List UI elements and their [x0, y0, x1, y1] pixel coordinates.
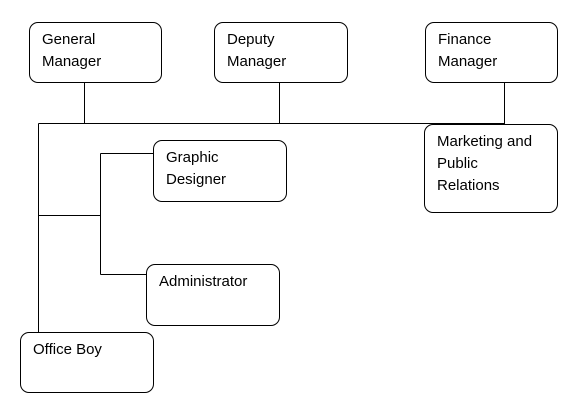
node-graphic-designer-label: Graphic Designer	[166, 149, 227, 188]
node-deputy-manager-label: Deputy Manager	[227, 31, 287, 70]
node-general-manager-label: General Manager	[42, 31, 102, 70]
node-marketing-public-relations: Marketing and Public Relations	[424, 124, 558, 213]
node-marketing-public-relations-label: Marketing and Public Relations	[437, 133, 533, 194]
node-finance-manager-label: Finance Manager	[438, 31, 498, 70]
node-deputy-manager: Deputy Manager	[214, 22, 348, 83]
node-administrator-label: Administrator	[159, 273, 248, 290]
node-general-manager: General Manager	[29, 22, 162, 83]
node-administrator: Administrator	[146, 264, 280, 326]
node-office-boy: Office Boy	[20, 332, 154, 393]
node-finance-manager: Finance Manager	[425, 22, 558, 83]
node-office-boy-label: Office Boy	[33, 341, 102, 358]
node-graphic-designer: Graphic Designer	[153, 140, 287, 202]
